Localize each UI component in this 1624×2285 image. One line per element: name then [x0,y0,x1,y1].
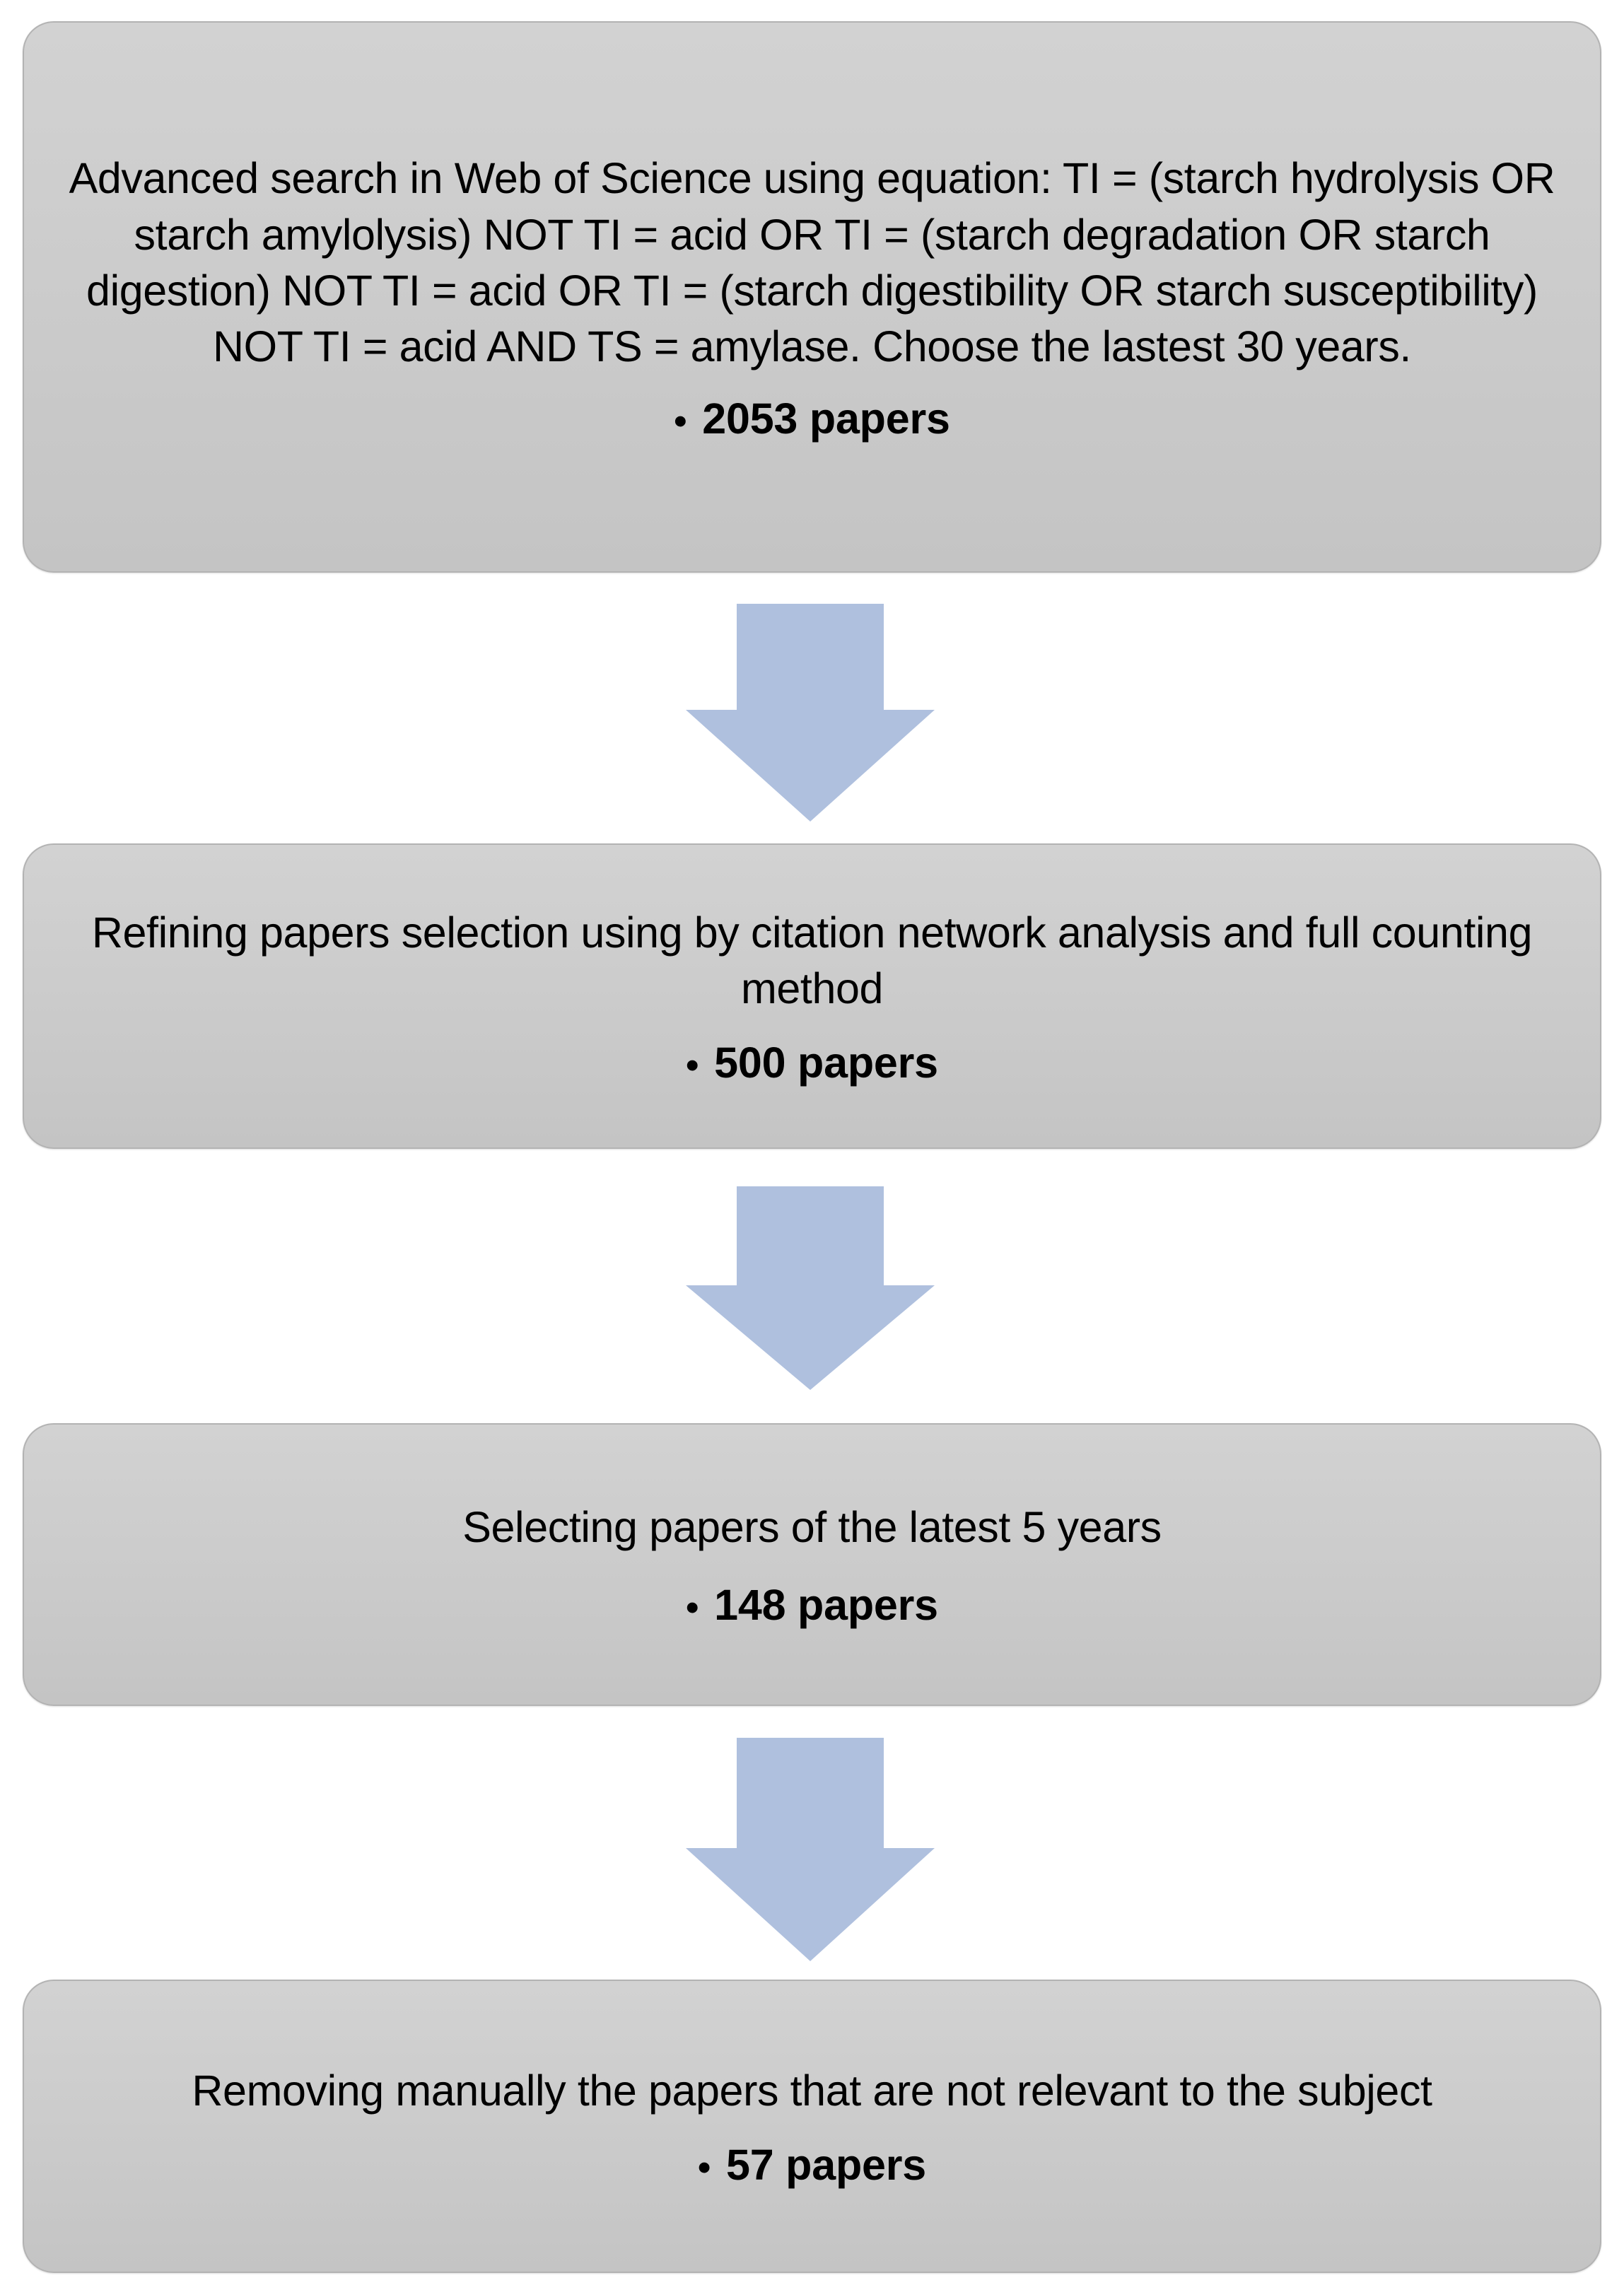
flow-step-body-1: Advanced search in Web of Science using … [69,154,1555,371]
bullet-dot-icon: • [686,1045,699,1087]
flow-step-count-label-4: 57 papers [725,2141,927,2190]
down-arrow-icon-2 [684,1185,936,1391]
flow-step-box-1: Advanced search in Web of Science using … [23,21,1601,573]
flow-step-box-3: Selecting papers of the latest 5 years •… [23,1423,1601,1706]
bullet-dot-icon: • [697,2147,711,2189]
flow-step-bullet-2: • 500 papers [686,1038,938,1087]
flow-step-body-3: Selecting papers of the latest 5 years [462,1503,1162,1552]
flow-step-box-4: Removing manually the papers that are no… [23,1980,1601,2273]
bullet-dot-icon: • [686,1586,699,1628]
bullet-dot-icon: • [674,400,687,442]
flow-step-count-label-2: 500 papers [714,1039,938,1087]
flow-step-box-2: Refining papers selection using by citat… [23,843,1601,1149]
flow-step-count-label-1: 2053 papers [702,394,950,443]
flow-step-count-label-3: 148 papers [714,1580,938,1629]
flow-step-bullet-3: • 148 papers [686,1580,938,1630]
flow-step-bullet-4: • 57 papers [698,2140,926,2190]
down-arrow-icon-1 [684,602,936,823]
flow-step-body-4: Removing manually the papers that are no… [192,2066,1432,2115]
flow-step-body-2: Refining papers selection using by citat… [91,908,1533,1012]
down-arrow-icon-3 [684,1736,936,1963]
flow-step-bullet-1: • 2053 papers [674,394,950,443]
